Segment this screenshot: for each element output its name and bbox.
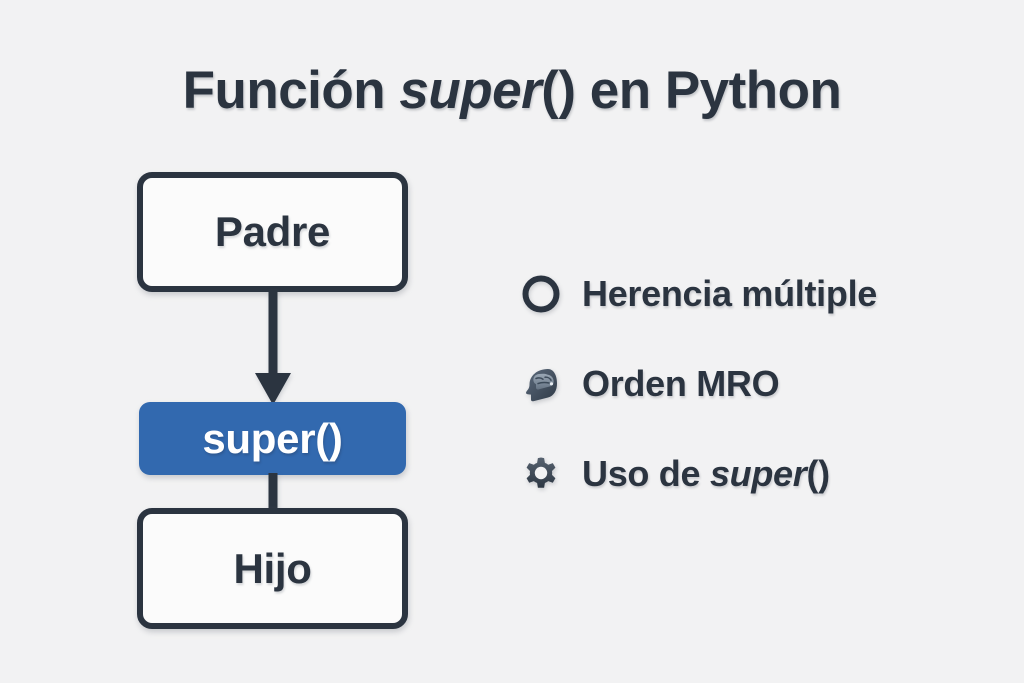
page-title-prefix: Función xyxy=(182,61,400,120)
diagram-node-hijo-label: Hijo xyxy=(233,544,312,592)
list-item-label-prefix: Uso de xyxy=(582,453,710,494)
diagram-node-padre[interactable]: Padre xyxy=(137,172,408,292)
gear-icon xyxy=(518,451,564,497)
arrow-head xyxy=(254,373,291,405)
list-item[interactable]: Orden MRO xyxy=(518,356,988,412)
list-item[interactable]: Herencia múltiple xyxy=(518,266,988,322)
list-item-label-prefix: Herencia múltiple xyxy=(582,273,877,314)
page-title-emphasis: super xyxy=(399,61,542,120)
circle-icon xyxy=(518,271,564,317)
list-item-label: Orden MRO xyxy=(582,363,780,405)
inheritance-diagram: Padre super() Hijo xyxy=(137,172,408,629)
list-item-label-emphasis: super xyxy=(709,453,807,494)
arrow-padre-to-super-icon xyxy=(254,290,291,406)
page-title-suffix: () en Python xyxy=(541,61,842,120)
page-title: Función super() en Python xyxy=(0,60,1024,121)
feature-list: Herencia múltiple xyxy=(518,266,988,502)
list-item-label: Herencia múltiple xyxy=(582,273,877,315)
diagram-node-super[interactable]: super() xyxy=(139,402,406,475)
list-item[interactable]: Uso de super() xyxy=(518,446,988,502)
list-item-label-prefix: Orden MRO xyxy=(582,363,780,404)
head-brain-icon xyxy=(518,361,564,407)
diagram-node-padre-label: Padre xyxy=(214,208,331,255)
list-item-label-suffix: () xyxy=(806,453,830,494)
list-item-label: Uso de super() xyxy=(582,453,830,495)
diagram-node-super-label: super() xyxy=(202,414,343,462)
diagram-node-hijo[interactable]: Hijo xyxy=(137,508,408,629)
line-super-to-hijo-icon xyxy=(268,473,277,511)
arrow-stem xyxy=(268,290,277,378)
